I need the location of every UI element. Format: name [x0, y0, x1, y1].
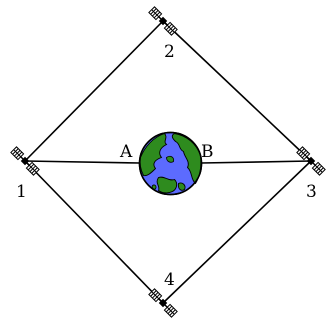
satellite-label-2: 2	[164, 42, 175, 62]
satellite-label-3: 3	[306, 182, 317, 202]
link-B-3	[201, 161, 311, 163]
globe-icon	[140, 133, 202, 195]
satellite-label-4: 4	[164, 270, 175, 290]
link-1-2	[25, 21, 163, 161]
endpoint-label-b: B	[201, 142, 214, 162]
endpoint-label-a: A	[119, 142, 133, 162]
satellite-label-1: 1	[16, 182, 27, 202]
link-4-1	[25, 161, 163, 303]
